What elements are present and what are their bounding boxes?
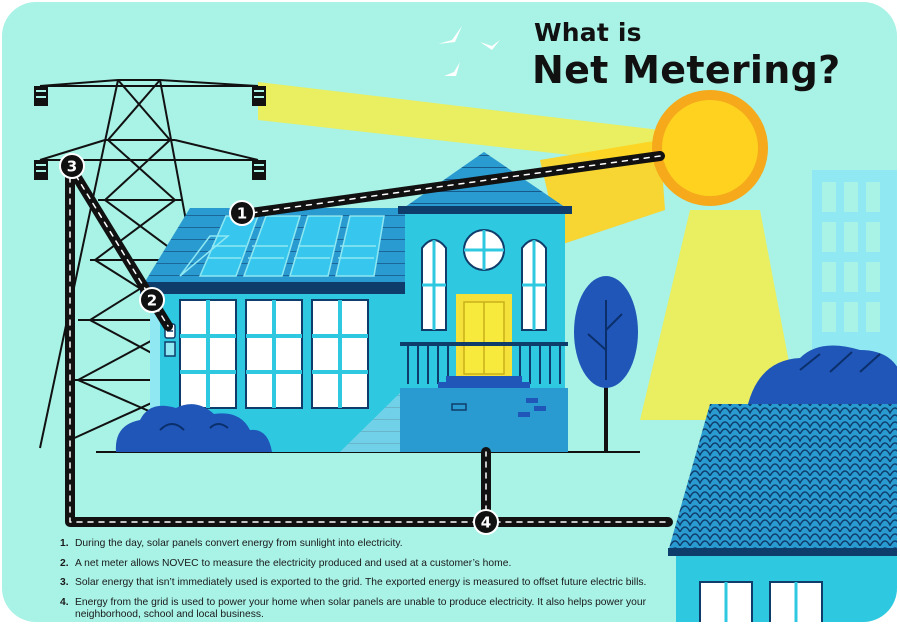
step-4: 4. Energy from the grid is used to power…: [60, 597, 660, 622]
step-number: 2.: [60, 557, 69, 569]
background-building: [812, 170, 897, 430]
svg-text:2: 2: [147, 292, 157, 310]
sun-rays: [258, 82, 800, 420]
step-text: Energy from the grid is used to power yo…: [75, 596, 647, 621]
solar-panels: [179, 215, 385, 277]
step-number: 4.: [60, 596, 69, 608]
marker-4: 4: [473, 509, 499, 535]
step-1: 1. During the day, solar panels convert …: [60, 538, 660, 551]
birds-icon: [438, 26, 500, 76]
house: [115, 152, 572, 452]
step-text: During the day, solar panels convert ene…: [75, 538, 403, 549]
neighbor-house: [668, 345, 897, 622]
step-number: 3.: [60, 577, 69, 588]
bush-icon: [115, 404, 272, 452]
svg-text:4: 4: [481, 514, 491, 532]
marker-2: 2: [139, 287, 165, 313]
step-number: 1.: [60, 538, 69, 549]
title-line-2: Net Metering?: [532, 48, 841, 92]
tree-icon: [574, 276, 638, 452]
steps-list: 1. During the day, solar panels convert …: [60, 538, 660, 629]
step-2: 2. A net meter allows NOVEC to measure t…: [60, 558, 660, 571]
sun-icon: [652, 90, 768, 206]
step-text: Solar energy that isn’t immediately used…: [75, 577, 647, 588]
svg-text:1: 1: [237, 205, 247, 223]
house-windows-left: [179, 299, 369, 409]
marker-1: 1: [229, 200, 255, 226]
title-line-1: What is: [534, 18, 642, 47]
svg-text:3: 3: [67, 158, 77, 176]
tower-insulators: [34, 86, 266, 180]
step-text: A net meter allows NOVEC to measure the …: [75, 557, 512, 569]
step-3: 3. Solar energy that isn’t immediately u…: [60, 577, 660, 590]
marker-3: 3: [59, 153, 85, 179]
